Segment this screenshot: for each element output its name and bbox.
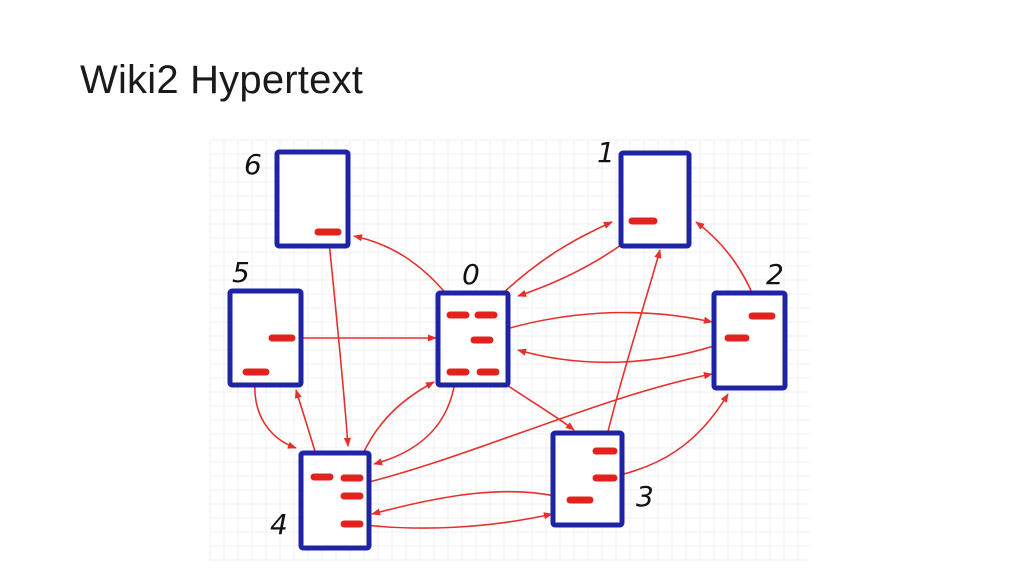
page-2-label: 2 [766,258,784,291]
arrow-3-to-4 [371,490,573,516]
page-6-label: 6 [244,148,262,181]
page-0: 0 [435,258,511,388]
arrow-2-to-0 [517,337,737,364]
arrow-4-to-3 [355,512,553,529]
arrow-0-to-4 [373,371,457,466]
arrow-4-to-0 [361,381,435,457]
arrow-3-to-1 [603,249,662,449]
page-1-label: 1 [597,136,615,169]
page-5: 5 [227,256,304,388]
slide-title: Wiki2 Hypertext [80,58,364,102]
page-4-label: 4 [270,508,288,541]
page-3-label: 3 [636,480,654,513]
arrow-4-to-2 [351,372,713,487]
page-2: 2 [711,258,788,391]
page-5-label: 5 [232,256,250,289]
page-6: 6 [244,148,351,249]
page-1-box [618,150,692,249]
arrow-6-to-4 [327,231,352,447]
link-arrows [254,221,761,529]
arrow-0-to-6 [353,234,449,297]
arrow-0-to-2 [483,311,713,337]
page-4: 4 [270,450,372,551]
page-6-box [274,149,351,249]
pages: 6 1 5 0 2 [227,136,788,551]
page-3: 3 [550,430,654,528]
page-1: 1 [597,136,692,249]
page-5-box [227,288,304,388]
page-4-box [298,450,372,551]
page-2-box [711,290,788,391]
arrow-0-to-1 [499,221,613,297]
page-0-label: 0 [462,258,480,291]
